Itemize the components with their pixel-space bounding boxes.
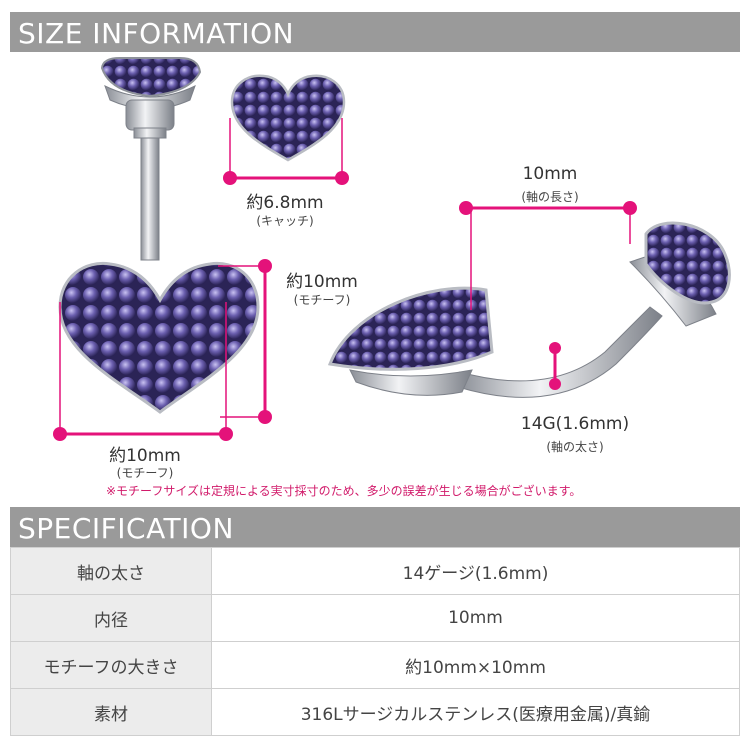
spec-key: モチーフの大きさ xyxy=(10,641,212,689)
table-row: 内径 10mm xyxy=(10,594,740,642)
motif-width-label: 約10mm xyxy=(109,446,181,466)
gauge-caption: (軸の太さ) xyxy=(546,440,604,454)
shaft-length-caption: (軸の長さ) xyxy=(521,190,579,204)
specification-header: SPECIFICATION xyxy=(10,507,740,547)
table-row: モチーフの大きさ 約10mm×10mm xyxy=(10,641,740,689)
dimension-lines xyxy=(53,118,637,441)
catch-heart xyxy=(230,74,346,162)
catch-size-label: 約6.8mm xyxy=(246,193,324,213)
gauge-label: 14G(1.6mm) xyxy=(520,414,630,434)
product-illustration xyxy=(53,57,731,441)
spec-value: 14ゲージ(1.6mm) xyxy=(211,547,740,595)
motif-height-caption: (モチーフ) xyxy=(293,293,351,307)
spec-key: 内径 xyxy=(10,594,212,642)
size-figure: 約6.8mm (キャッチ) 約10mm (モチーフ) 約10mm (モチーフ) … xyxy=(10,52,740,507)
motif-height-label: 約10mm xyxy=(286,272,358,292)
motif-width-caption: (モチーフ) xyxy=(116,466,174,480)
specification-title: SPECIFICATION xyxy=(18,512,234,545)
spec-key: 軸の太さ xyxy=(10,547,212,595)
table-row: 素材 316Lサージカルステンレス(医療用金属)/真鍮 xyxy=(10,688,740,736)
spec-value: 316Lサージカルステンレス(医療用金属)/真鍮 xyxy=(211,688,740,736)
size-information-header: SIZE INFORMATION xyxy=(10,12,740,52)
spec-value: 10mm xyxy=(211,594,740,642)
left-piercing xyxy=(58,57,260,414)
right-piercing xyxy=(327,221,731,398)
size-information-title: SIZE INFORMATION xyxy=(18,17,295,50)
table-row: 軸の太さ 14ゲージ(1.6mm) xyxy=(10,547,740,595)
measurement-note: ※モチーフサイズは定規による実寸採寸のため、多少の誤差が生じる場合がございます。 xyxy=(106,484,582,498)
catch-caption: (キャッチ) xyxy=(256,214,314,228)
spec-value: 約10mm×10mm xyxy=(211,641,740,689)
spec-table: 軸の太さ 14ゲージ(1.6mm) 内径 10mm モチーフの大きさ 約10mm… xyxy=(10,547,740,736)
spec-key: 素材 xyxy=(10,688,212,736)
shaft-length-label: 10mm xyxy=(522,164,578,184)
